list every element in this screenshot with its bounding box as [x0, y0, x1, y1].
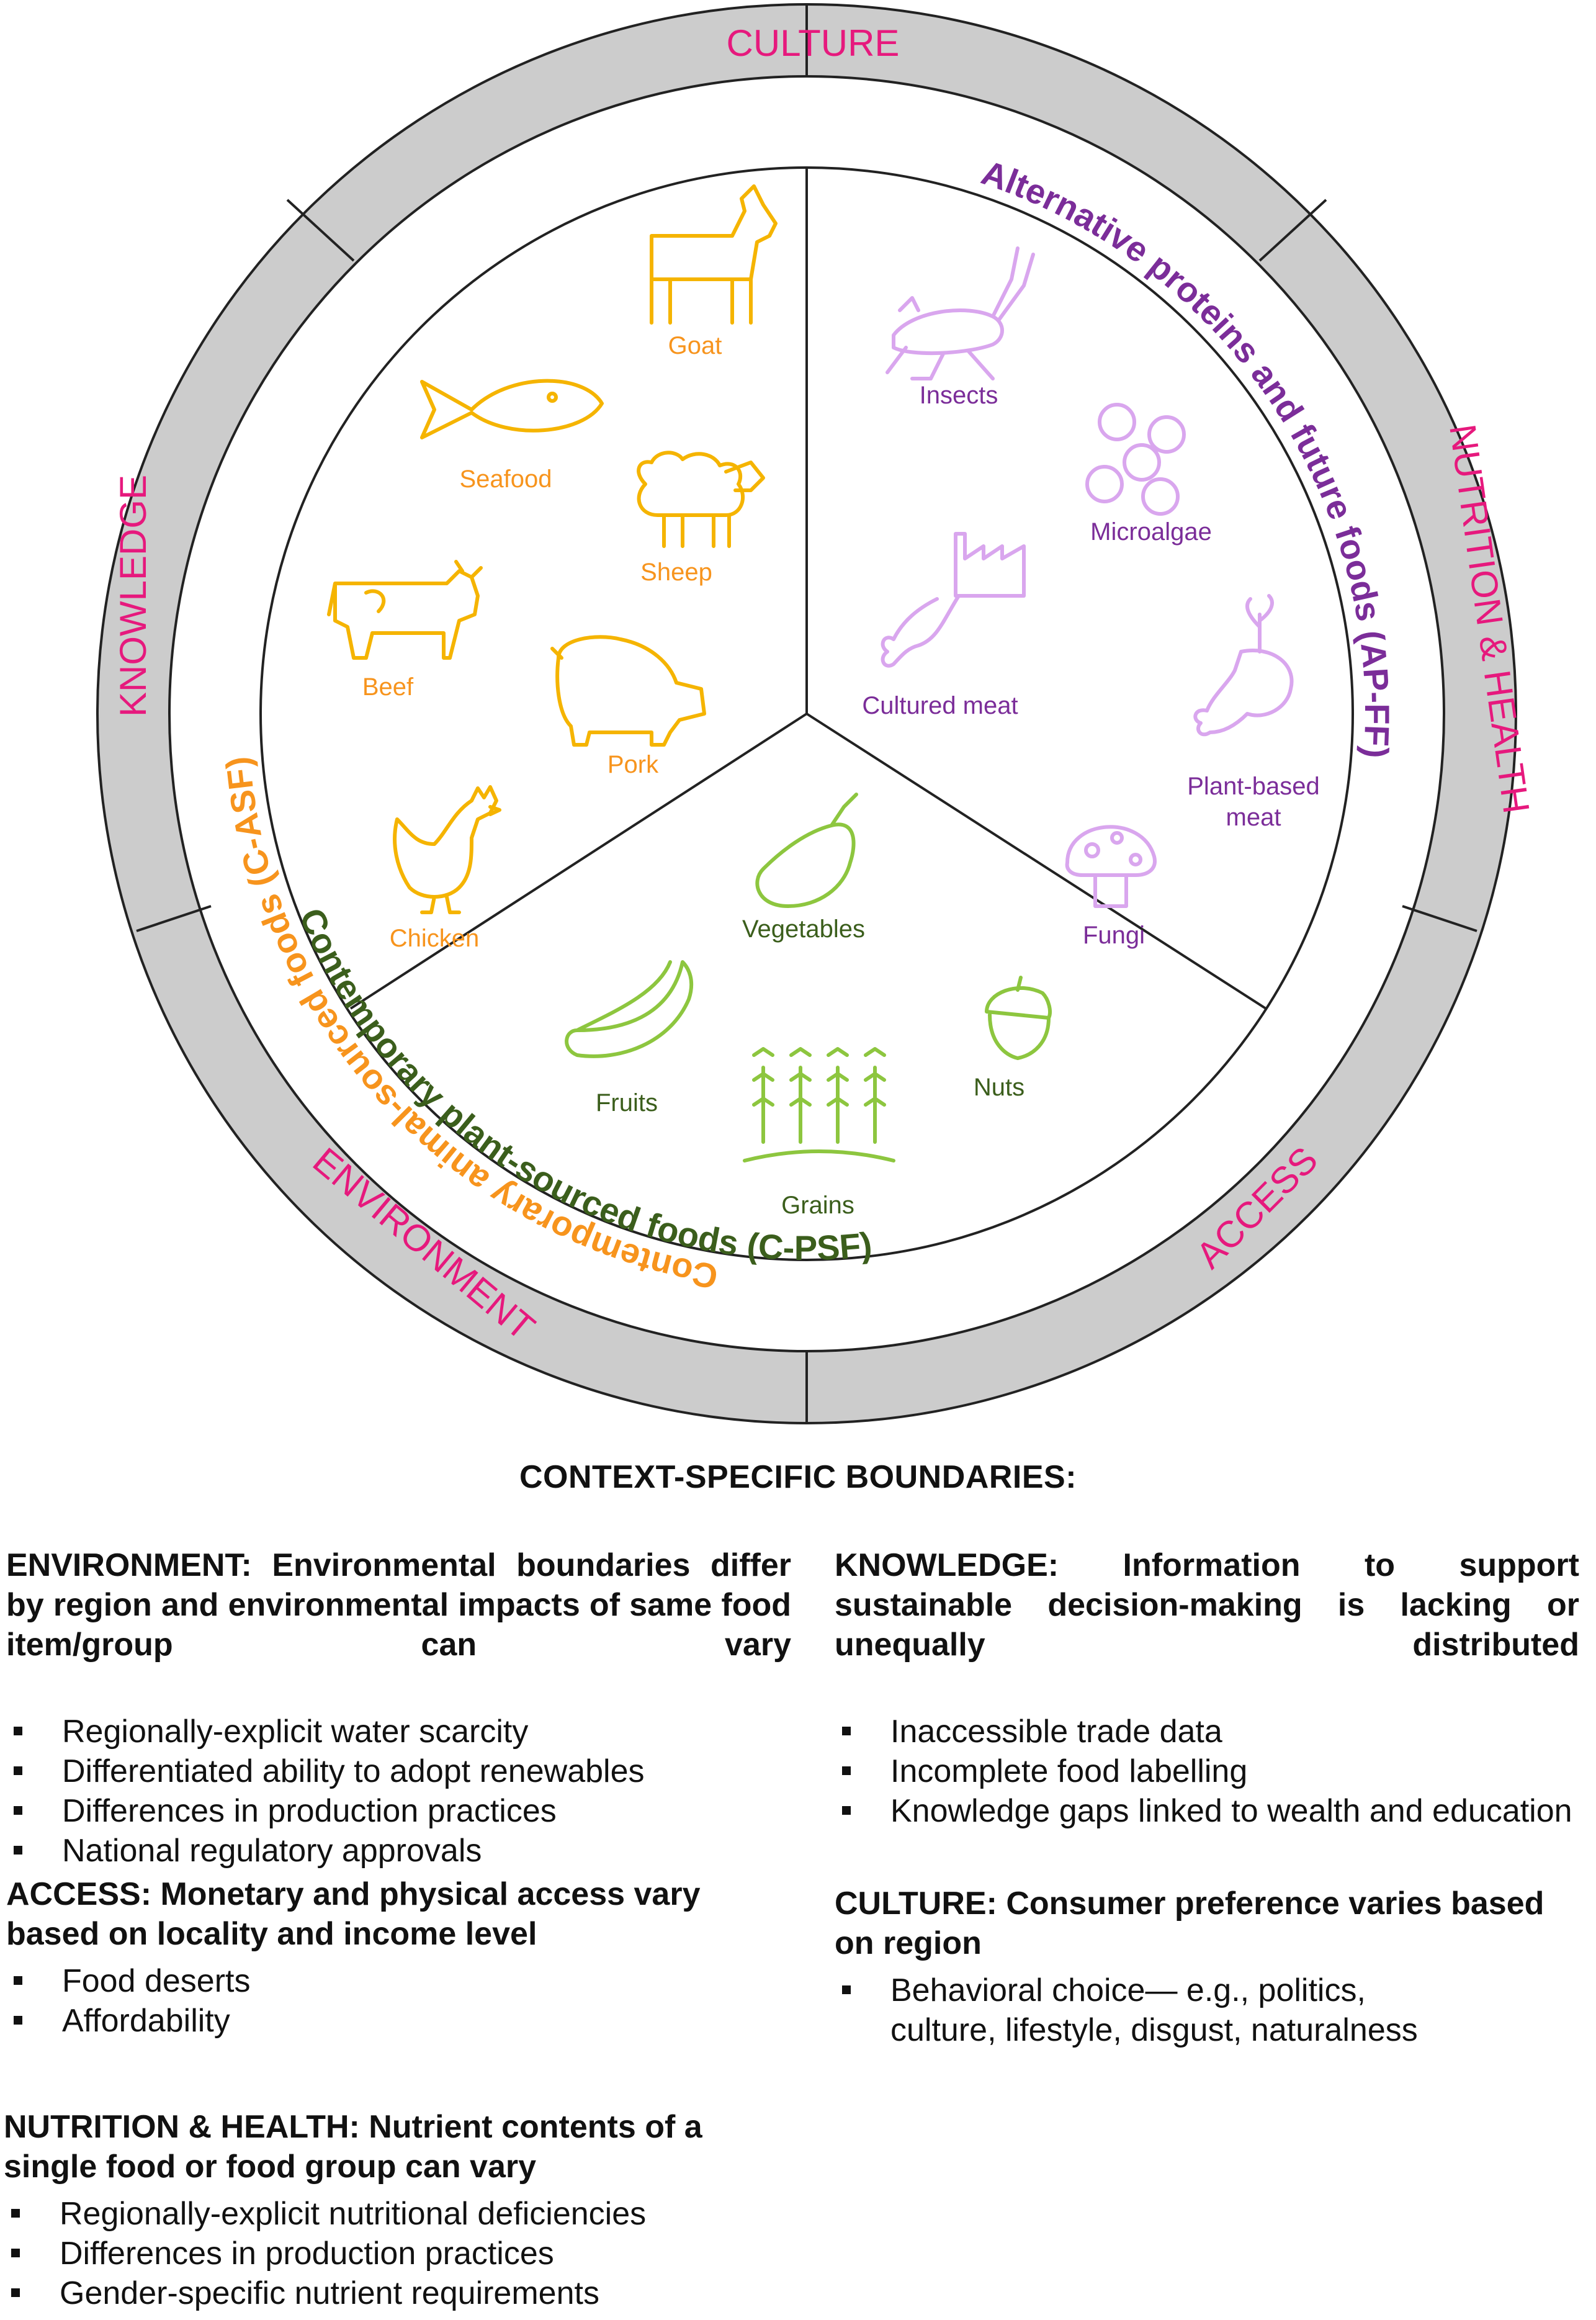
culture-block: CULTURE: Consumer preference varies base…	[835, 1884, 1589, 2050]
item-label-chicken: Chicken	[390, 925, 480, 952]
goat-icon	[650, 184, 778, 325]
list-item: Affordability	[6, 2001, 791, 2041]
list-item: Differences in production practices	[4, 2234, 789, 2273]
item-label-goat: Goat	[668, 332, 722, 359]
nutrition-list: Regionally-explicit nutritional deficien…	[4, 2194, 789, 2313]
item-label-sheep: Sheep	[640, 559, 712, 586]
item-label-microalgae: Microalgae	[1090, 518, 1212, 546]
grains-icon	[743, 1047, 895, 1162]
pork-icon	[550, 635, 706, 747]
microalgae-icon	[1085, 403, 1186, 516]
list-item: Knowledge gaps linked to wealth and educ…	[835, 1791, 1579, 1831]
boundaries-heading: CONTEXT-SPECIFIC BOUNDARIES:	[519, 1459, 1077, 1495]
nuts-icon	[985, 976, 1052, 1060]
item-label-beef: Beef	[362, 673, 414, 701]
fungi-icon	[1065, 825, 1157, 908]
knowledge-title: KNOWLEDGE: Information to support sustai…	[835, 1547, 1579, 1663]
environment-list: Regionally-explicit water scarcity Diffe…	[6, 1712, 791, 1871]
ring-label-culture: CULTURE	[727, 22, 900, 64]
nutrition-title: NUTRITION & HEALTH: Nutrient contents of…	[4, 2109, 702, 2185]
pie-dividers	[349, 168, 1267, 1010]
chicken-icon	[393, 785, 501, 914]
plant-based-meat-icon	[1193, 594, 1294, 737]
seafood-icon	[420, 379, 604, 439]
culture-list: Behavioral choice— e.g., politics, cultu…	[835, 1971, 1589, 2050]
item-label-vegetables: Vegetables	[742, 915, 865, 943]
item-label-grains: Grains	[781, 1192, 854, 1219]
item-label-seafood: Seafood	[459, 465, 552, 493]
insects-icon	[885, 246, 1035, 380]
beef-icon	[327, 560, 483, 660]
culture-title: CULTURE: Consumer preference varies base…	[835, 1886, 1544, 1961]
list-item: Food deserts	[6, 1961, 791, 2001]
access-list: Food deserts Affordability	[6, 1961, 791, 2041]
item-label-nuts: Nuts	[974, 1074, 1024, 1101]
item-label-fruits: Fruits	[596, 1089, 658, 1117]
list-item: Behavioral choice— e.g., politics, cultu…	[835, 1971, 1449, 2050]
list-item: National regulatory approvals	[6, 1831, 791, 1871]
item-label-plant-based-meat-1: Plant-based	[1187, 773, 1319, 800]
fruits-icon	[565, 960, 694, 1058]
list-item: Incomplete food labelling	[835, 1751, 1579, 1791]
list-item: Gender-specific nutrient requirements	[4, 2273, 789, 2313]
list-item: Differences in production practices	[6, 1791, 791, 1831]
food-system-wheel: CULTURE NUTRITION & HEALTH ACCESS ENVIRO…	[96, 3, 1537, 1424]
item-label-fungi: Fungi	[1083, 922, 1145, 949]
knowledge-block: KNOWLEDGE: Information to support sustai…	[835, 1545, 1579, 1831]
environment-title: ENVIRONMENT: Environmental boundaries di…	[6, 1547, 791, 1663]
list-item: Differentiated ability to adopt renewabl…	[6, 1751, 791, 1791]
ring-label-knowledge: KNOWLEDGE	[112, 475, 154, 717]
cultured-meat-icon	[881, 532, 1026, 668]
nutrition-block: NUTRITION & HEALTH: Nutrient contents of…	[4, 2107, 789, 2313]
ring-separators	[136, 4, 1477, 1423]
item-label-cultured-meat: Cultured meat	[862, 692, 1018, 719]
sheep-icon	[637, 451, 765, 548]
access-title: ACCESS: Monetary and physical access var…	[6, 1876, 701, 1952]
item-label-plant-based-meat-2: meat	[1226, 804, 1281, 831]
list-item: Regionally-explicit water scarcity	[6, 1712, 791, 1751]
item-label-insects: Insects	[920, 382, 998, 409]
item-label-pork: Pork	[607, 751, 659, 778]
vegetables-icon	[755, 793, 858, 908]
knowledge-list: Inaccessible trade data Incomplete food …	[835, 1712, 1579, 1831]
list-item: Regionally-explicit nutritional deficien…	[4, 2194, 789, 2234]
list-item: Inaccessible trade data	[835, 1712, 1579, 1751]
access-block: ACCESS: Monetary and physical access var…	[6, 1874, 791, 2041]
environment-block: ENVIRONMENT: Environmental boundaries di…	[6, 1545, 791, 1871]
